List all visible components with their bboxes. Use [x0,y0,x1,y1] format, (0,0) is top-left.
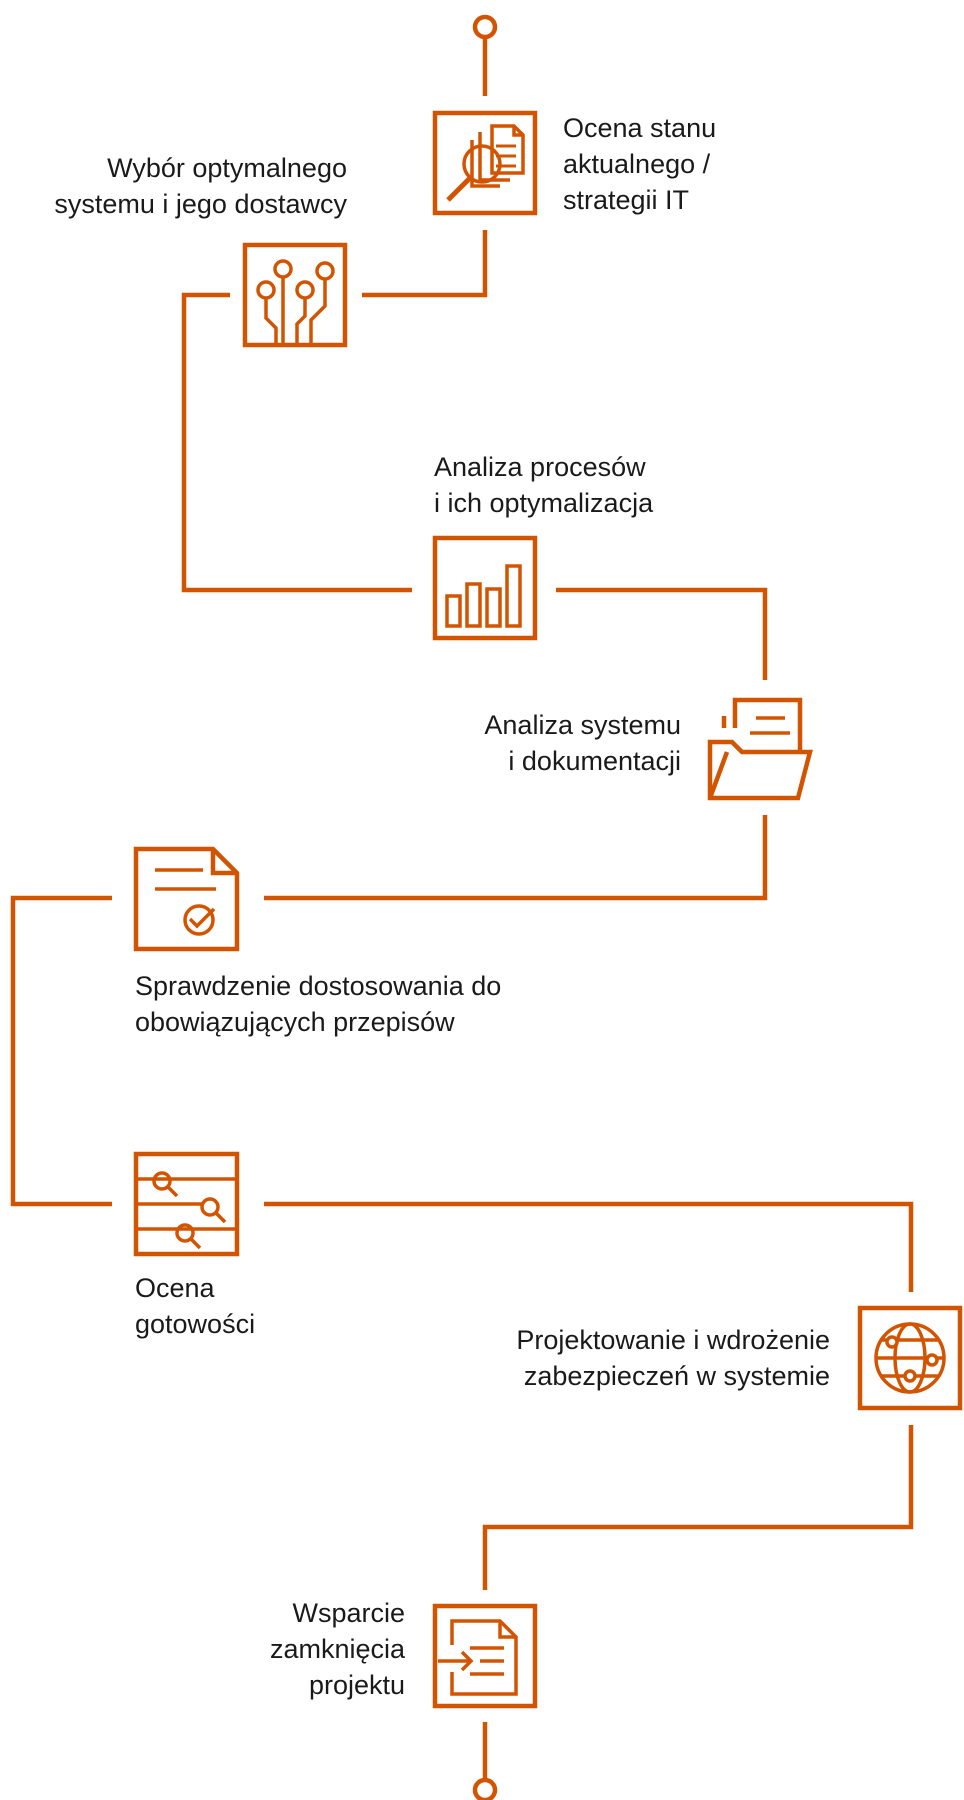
flow-start-dot [472,14,498,40]
connector-3-4 [556,587,768,680]
documents-magnifier-icon [446,124,525,202]
step-4-label: Analiza systemu i dokumentacji [484,710,681,776]
step-1-icon-box [432,110,538,216]
step-1-label: Ocena stanu aktualnego / strategii IT [563,113,717,215]
step-2-icon-box [242,242,348,348]
folder-icon [707,697,813,801]
flow-connectors [10,14,914,1800]
step-8-icon-box [432,1603,538,1709]
step-7-icon-box [857,1305,963,1411]
connector-7-8 [482,1425,914,1590]
flow-end-dot [472,1777,498,1800]
list-search-icon [133,1151,240,1257]
circuit-icon [256,259,335,343]
step-7-label: Projektowanie i wdrożenie zabezpieczeń w… [516,1325,830,1391]
step-3-icon-box [432,535,538,641]
connector-4-5 [264,815,768,901]
globe-network-icon [874,1322,946,1394]
document-arrow-icon [438,1619,518,1696]
step-5-label: Sprawdzenie dostosowania do obowiązujący… [135,971,502,1037]
step-5-icon-box [133,846,240,952]
step-6-label: Ocena gotowości [135,1273,256,1339]
connector-2-3 [181,292,412,593]
connector-5-6 [10,895,112,1207]
step-3-label: Analiza procesów i ich optymalizacja [434,452,654,518]
connector-6-7 [264,1201,914,1292]
document-check-icon [133,846,240,952]
step-8-label: Wsparcie zamknięcia projektu [269,1598,405,1700]
bar-chart-icon [445,564,522,628]
step-6-icon-box [133,1151,240,1257]
step-4-icon-box [707,697,813,801]
step-2-label: Wybór optymalnego systemu i jego dostawc… [54,153,347,219]
connector-1-2 [362,230,488,298]
